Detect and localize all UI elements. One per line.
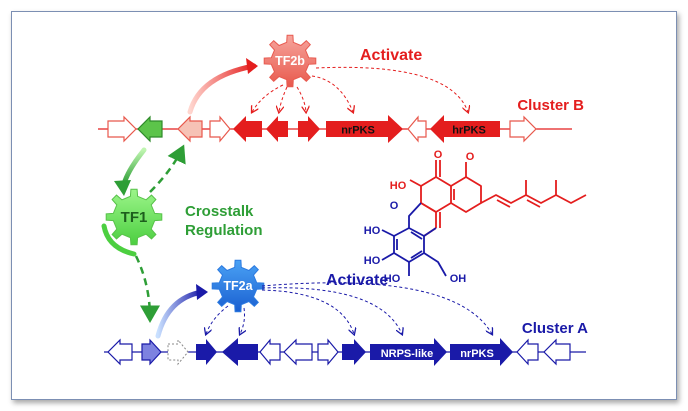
atom-label: HO bbox=[390, 180, 407, 192]
atom-label: O bbox=[466, 151, 475, 163]
gene-arrow-icon bbox=[233, 116, 262, 142]
gene-arrow-icon bbox=[107, 115, 137, 143]
nrps-like-a-label: NRPS-like bbox=[381, 348, 434, 360]
arrow-icon bbox=[206, 305, 229, 334]
gene-arrow-icon bbox=[196, 339, 217, 365]
arrow-icon bbox=[261, 282, 492, 334]
cluster-b-track: nrPKS hrPKS Cluster B bbox=[98, 97, 584, 143]
gene-arrow-icon bbox=[342, 339, 366, 365]
atom-label: O bbox=[434, 149, 443, 161]
gene-arrow-icon bbox=[407, 115, 427, 143]
arrow-icon bbox=[315, 66, 468, 112]
gene-arrow-icon bbox=[209, 115, 231, 143]
gene-arrow-icon bbox=[266, 116, 288, 142]
arrow-icon bbox=[261, 289, 354, 334]
nrpks-b-gene bbox=[326, 115, 403, 143]
activate-top-label: Activate bbox=[360, 47, 422, 64]
tf2b-gear: TF2b bbox=[263, 34, 317, 88]
nrpks-b-label: nrPKS bbox=[341, 125, 375, 137]
molecule-atoms: O O HO O HO HO HO OH bbox=[364, 149, 475, 285]
nrpks-a-gene bbox=[450, 338, 513, 366]
arrow-icon bbox=[134, 255, 160, 323]
cluster-b-label: Cluster B bbox=[517, 97, 584, 114]
arrow-icon bbox=[311, 75, 353, 112]
gear-icon bbox=[263, 34, 317, 88]
tf1-label: TF1 bbox=[121, 209, 148, 226]
arrow-icon bbox=[196, 284, 208, 300]
tf2a-targets bbox=[206, 282, 492, 334]
tf2a-gear: TF2a bbox=[211, 259, 265, 313]
nrpks-a-label: nrPKS bbox=[460, 348, 494, 360]
atom-label: HO bbox=[364, 255, 381, 267]
arrow-icon bbox=[121, 147, 147, 187]
activate-bottom-label: Activate bbox=[326, 272, 388, 289]
gene-arrow-icon bbox=[509, 115, 537, 143]
cluster-a-track: NRPS-like nrPKS Cluster A bbox=[104, 320, 588, 366]
crosstalk-label: Crosstalk bbox=[185, 203, 254, 220]
arrow-icon bbox=[252, 84, 284, 112]
arrow-icon bbox=[279, 86, 288, 112]
gene-arrow-icon bbox=[283, 338, 313, 366]
atom-label: O bbox=[390, 200, 399, 212]
gear-icon bbox=[105, 188, 163, 246]
molecule-structure bbox=[381, 160, 587, 277]
tf2b-targets bbox=[252, 66, 468, 112]
tf1-gear: TF1 bbox=[105, 188, 163, 246]
hrpks-b-gene bbox=[430, 115, 500, 143]
atom-label: HO bbox=[364, 225, 381, 237]
gene-arrow-icon bbox=[137, 115, 163, 143]
arrow-icon bbox=[246, 58, 258, 74]
gene-arrow-icon bbox=[298, 116, 320, 142]
tf2a-label: TF2a bbox=[223, 279, 253, 293]
atom-label: OH bbox=[450, 273, 467, 285]
gene-arrow-icon bbox=[317, 338, 339, 366]
gene-arrow-icon bbox=[141, 338, 162, 366]
regulation-label: Regulation bbox=[185, 222, 263, 239]
gene-arrow-icon bbox=[107, 338, 133, 366]
tf2b-label: TF2b bbox=[275, 54, 305, 68]
atom-label: HO bbox=[384, 273, 401, 285]
arrow-icon bbox=[101, 223, 137, 257]
arrow-icon bbox=[149, 144, 186, 193]
gear-icon bbox=[211, 259, 265, 313]
gene-arrow-icon bbox=[259, 338, 281, 366]
gene-arrow-icon bbox=[167, 338, 189, 366]
arrow-icon bbox=[261, 287, 402, 334]
arrow-icon bbox=[155, 289, 205, 339]
gene-arrow-icon bbox=[516, 338, 539, 366]
nrps-like-a-gene bbox=[370, 338, 447, 366]
arrow-icon bbox=[187, 63, 257, 115]
gene-arrow-icon bbox=[543, 338, 571, 366]
hrpks-b-label: hrPKS bbox=[452, 125, 486, 137]
gene-arrow-icon bbox=[177, 115, 203, 143]
arrow-icon bbox=[240, 307, 245, 334]
arrow-icon bbox=[114, 180, 131, 196]
gene-arrow-icon bbox=[222, 338, 258, 366]
arrow-icon bbox=[296, 86, 306, 112]
cluster-a-label: Cluster A bbox=[522, 320, 588, 337]
